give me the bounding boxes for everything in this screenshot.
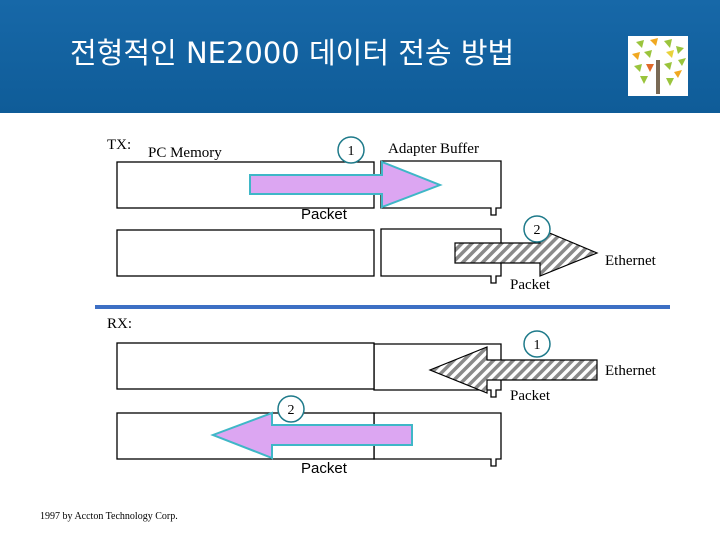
slide-header: 전형적인 NE2000 데이터 전송 방법	[0, 0, 720, 113]
tx-section-label: TX:	[107, 137, 132, 153]
rx-pc-memory-box-1	[116, 342, 375, 390]
tx-step1-number: 1	[348, 144, 355, 159]
tx-step2-packet-label: Packet	[510, 277, 550, 293]
rx-step2-packet-label: Packet	[301, 460, 347, 477]
rx-step1-marker: 1	[523, 330, 551, 358]
tx-pc-memory-box-2	[116, 229, 375, 277]
pc-memory-label: PC Memory	[148, 145, 222, 161]
tx-step2-number: 2	[534, 223, 541, 238]
copyright-notice: 1997 by Accton Technology Corp.	[40, 511, 178, 522]
rx-ethernet-label: Ethernet	[605, 363, 656, 379]
rx-ethernet-to-adapter-arrow	[428, 346, 598, 394]
slide-title: 전형적인 NE2000 데이터 전송 방법	[70, 36, 515, 70]
rx-adapter-to-pc-arrow	[210, 411, 413, 460]
tx-step2-marker: 2	[523, 215, 551, 243]
rx-step2-number: 2	[288, 403, 295, 418]
tx-step1-packet-label: Packet	[301, 206, 347, 223]
tx-ethernet-label: Ethernet	[605, 253, 656, 269]
tree-logo-icon	[628, 36, 688, 96]
rx-section-label: RX:	[107, 316, 133, 332]
rx-step1-packet-label: Packet	[510, 388, 550, 404]
rx-step2-marker: 2	[277, 395, 305, 423]
tx-step1-marker: 1	[337, 136, 365, 164]
adapter-buffer-label: Adapter Buffer	[388, 141, 479, 157]
rx-step1-number: 1	[534, 338, 541, 353]
tx-pc-to-adapter-arrow	[249, 160, 443, 209]
